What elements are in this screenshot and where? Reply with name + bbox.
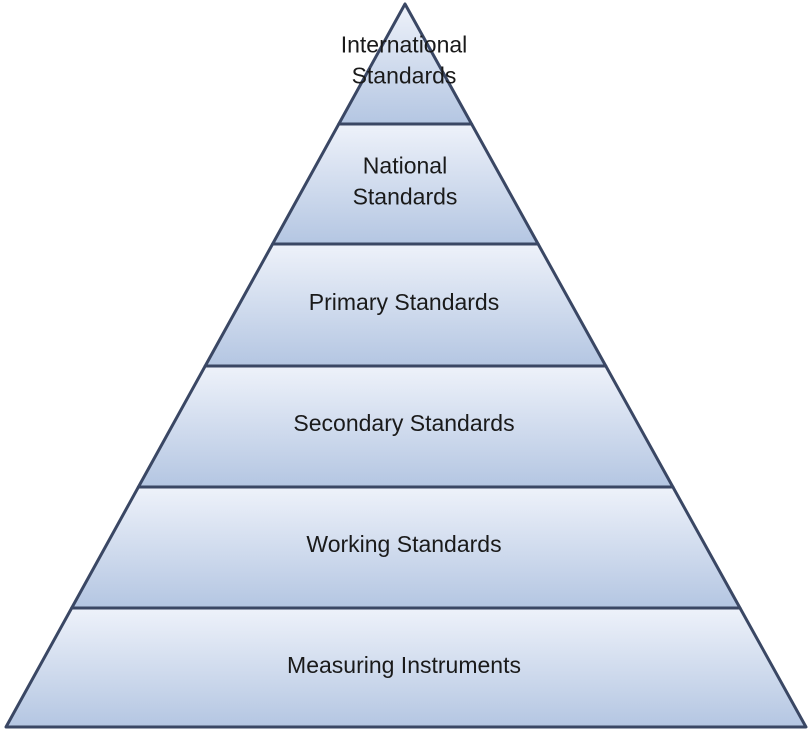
pyramid-tier-3-label: Primary Standards [309, 289, 499, 315]
pyramid-tier-6-label: Measuring Instruments [287, 652, 521, 678]
pyramid-tiers [4, 2, 808, 729]
pyramid-tier-1-label-line-1: International [341, 32, 468, 58]
pyramid-tier-4-label: Secondary Standards [293, 410, 514, 436]
pyramid-tier-6 [4, 606, 808, 729]
pyramid-labels: InternationalStandardsNationalStandardsP… [287, 32, 521, 679]
pyramid-tier-5-label: Working Standards [306, 531, 501, 557]
pyramid-tier-1-label-line-2: Standards [352, 63, 457, 89]
pyramid-tier-2-label-line-1: National [363, 153, 447, 179]
pyramid-tier-2-label-line-2: Standards [353, 184, 458, 210]
